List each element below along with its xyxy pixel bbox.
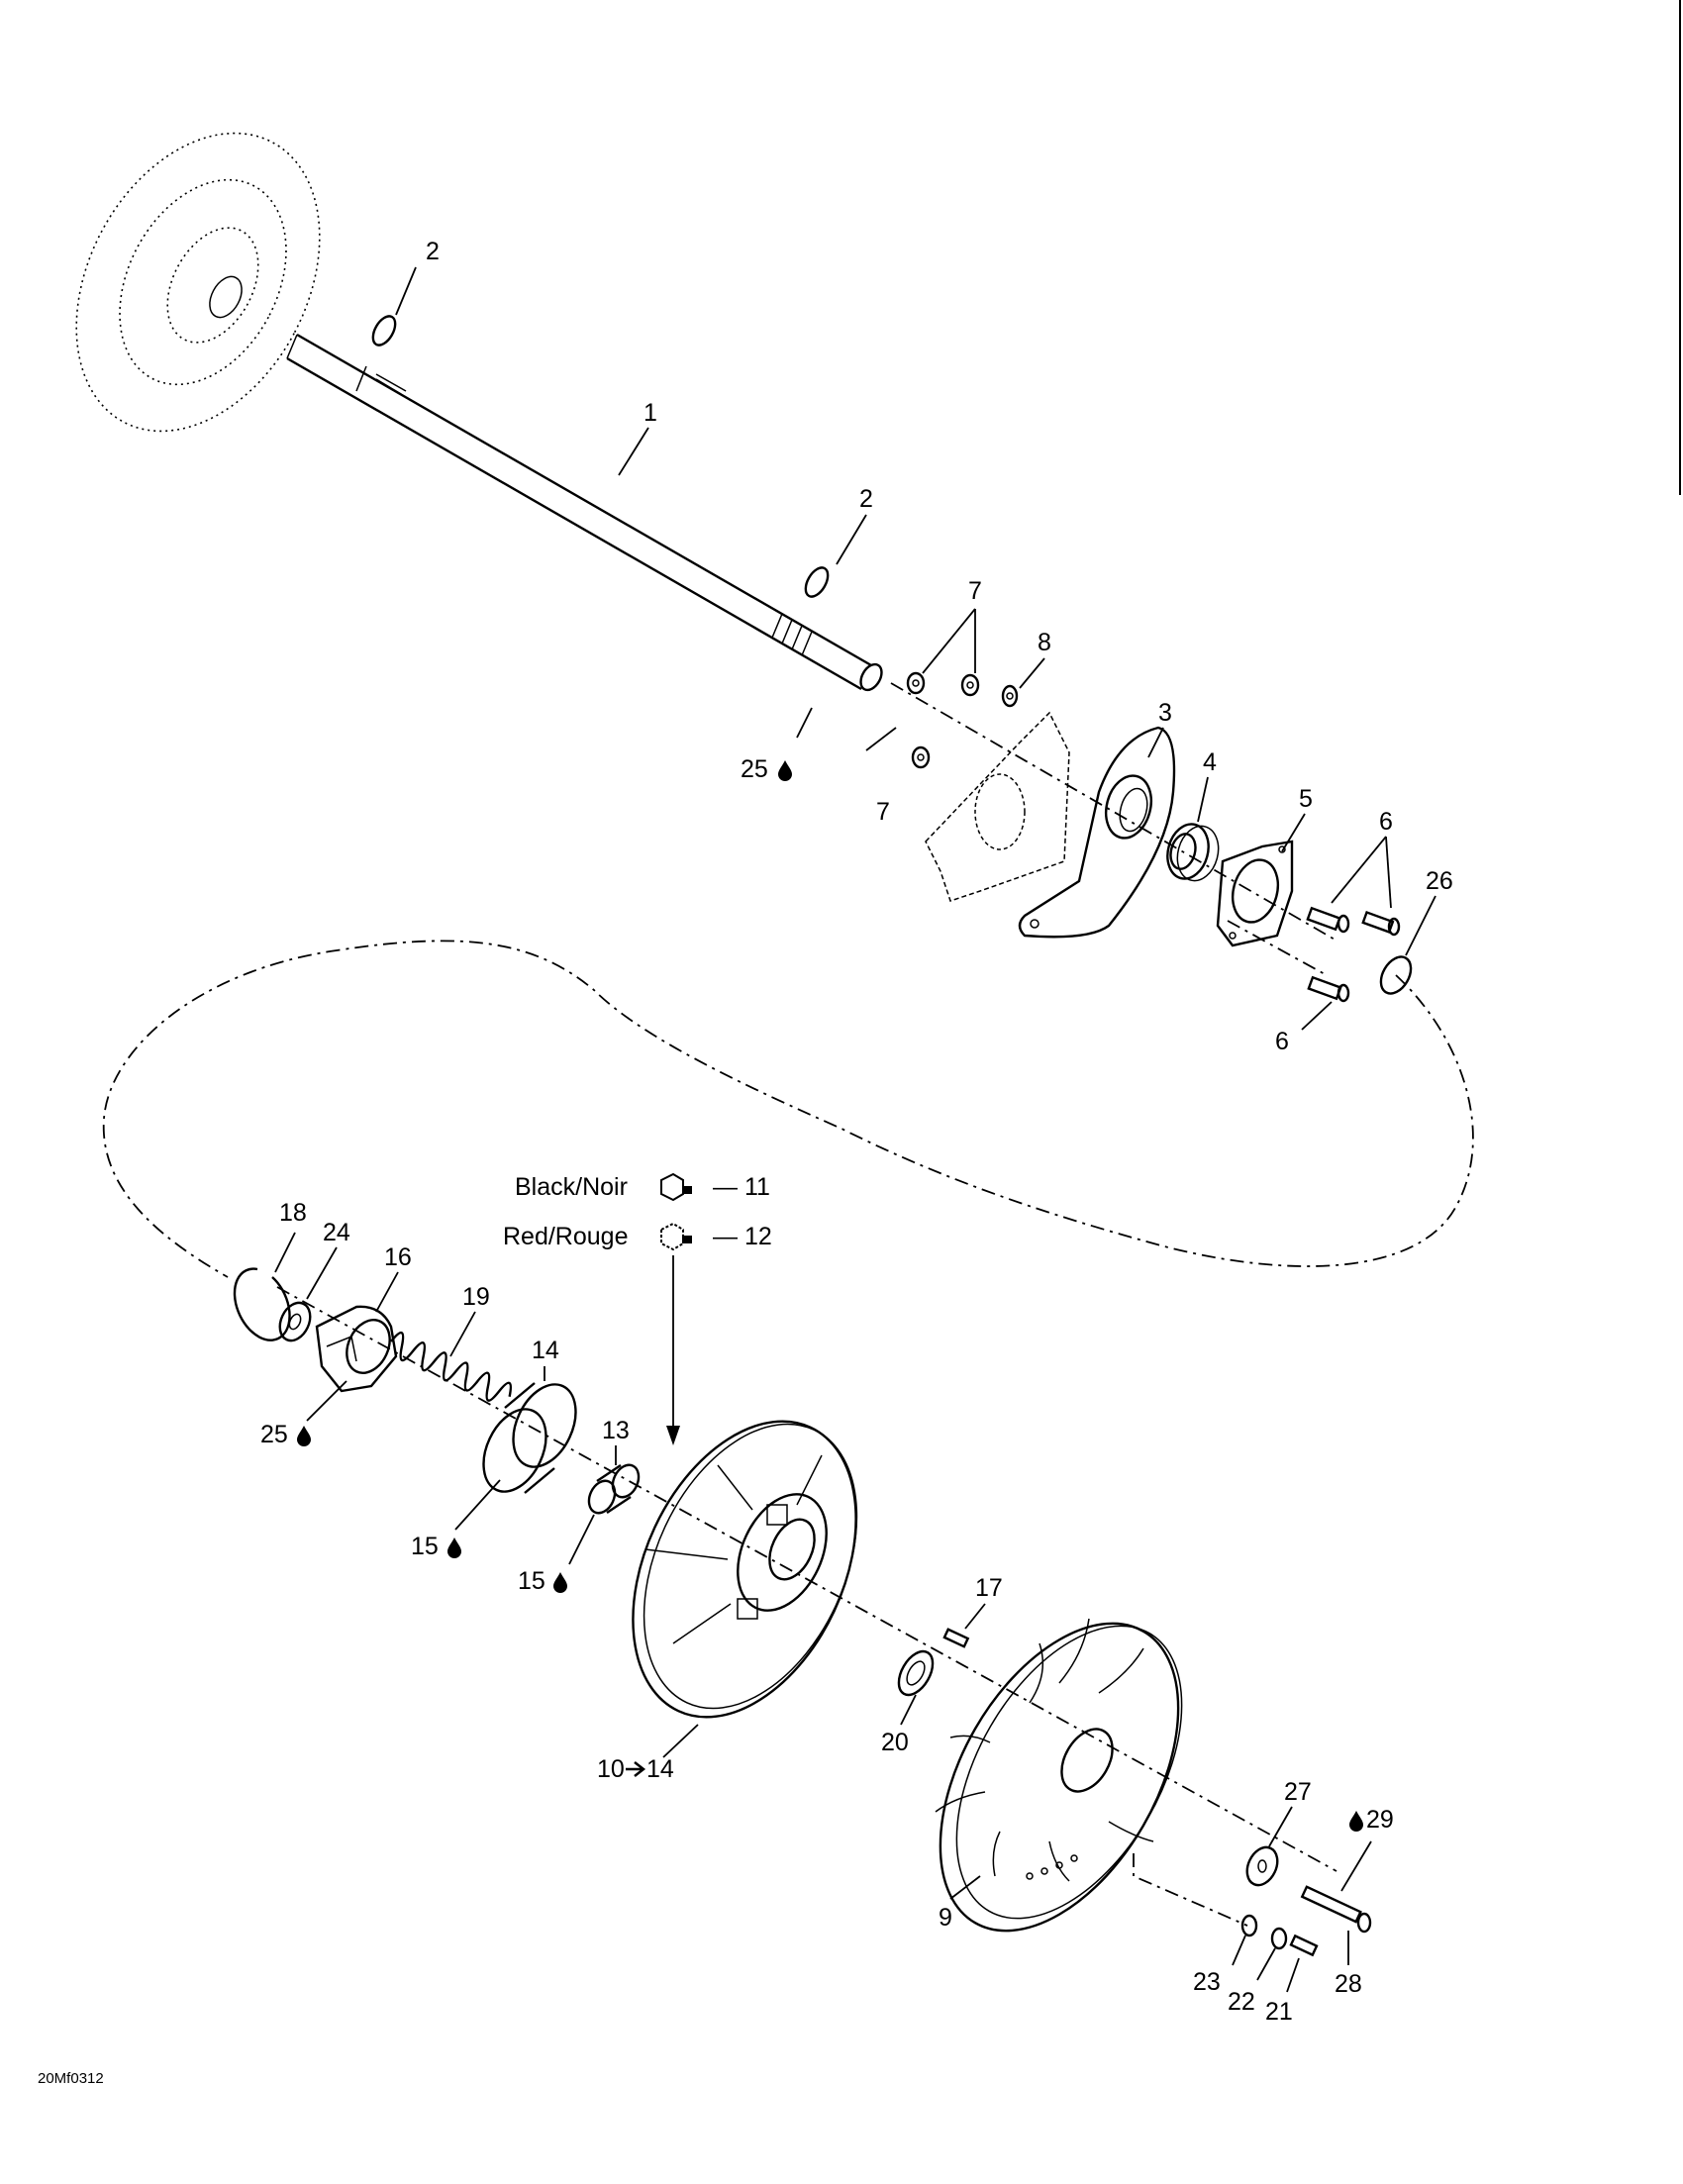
nut-7-a — [906, 671, 926, 695]
sliding-half-10 — [632, 1420, 858, 1719]
sleeve-14 — [482, 1382, 577, 1494]
washer-26 — [1379, 955, 1413, 995]
washer-23 — [1240, 1914, 1258, 1937]
callout-7-top: 7 — [968, 577, 982, 605]
callout-5: 5 — [1299, 785, 1313, 813]
bolt-28 — [1300, 1885, 1372, 1934]
o-ring-lower — [804, 566, 830, 598]
callout-13: 13 — [602, 1417, 630, 1444]
nut-7-c — [911, 745, 931, 769]
grease-drop-icon — [447, 1538, 461, 1558]
callout-26: 26 — [1426, 867, 1453, 895]
nut-7-b — [960, 673, 980, 697]
bolt-6-b — [1361, 910, 1401, 937]
lock-washer-22 — [1270, 1927, 1288, 1950]
callout-17: 17 — [975, 1574, 1003, 1602]
bushing-13 — [587, 1463, 641, 1515]
cam-16 — [315, 1305, 398, 1393]
support-plate-3 — [1018, 726, 1176, 939]
washer-24 — [278, 1301, 312, 1342]
screw-color-legend: Black/Noir — 11 Red/Rouge — 12 — [503, 1172, 772, 1445]
callout-4: 4 — [1203, 748, 1217, 776]
callout-29: 29 — [1366, 1806, 1394, 1834]
screw-black-icon — [660, 1172, 692, 1202]
retaining-ring-18 — [233, 1267, 291, 1341]
callout-22: 22 — [1228, 1988, 1255, 2016]
grease-drop-icon — [553, 1572, 567, 1593]
callout-16: 16 — [384, 1243, 412, 1271]
grease-drop-icon — [297, 1426, 311, 1446]
fixed-half-9 — [935, 1618, 1183, 1933]
callout-3: 3 — [1158, 699, 1172, 727]
callout-8: 8 — [1038, 629, 1051, 656]
callout-28: 28 — [1335, 1970, 1362, 1998]
callout-25-upper: 25 — [741, 755, 768, 783]
callout-2-lower: 2 — [859, 485, 873, 513]
callout-15-b: 15 — [518, 1567, 545, 1595]
callout-21: 21 — [1265, 1998, 1293, 2026]
callout-1: 1 — [644, 399, 657, 427]
arrow-right-icon — [626, 1761, 646, 1777]
leader-lines — [274, 266, 1436, 1993]
legend-red-ref: — 12 — [713, 1223, 772, 1250]
callout-10-to-14: 14 — [646, 1755, 674, 1783]
driven-shaft — [286, 333, 883, 692]
legend-red-text: Red/Rouge — [503, 1223, 628, 1250]
washer-8 — [1001, 684, 1019, 708]
reference-pulley-outline — [75, 132, 321, 433]
callout-20: 20 — [881, 1729, 909, 1756]
callout-27: 27 — [1284, 1778, 1312, 1806]
bearing-bracket-plate — [925, 711, 1070, 902]
diagram-code: 20Mf0312 — [38, 2070, 104, 2087]
bolt-6-c — [1307, 975, 1350, 1003]
callout-labels: 2 1 2 7 8 7 3 4 5 6 26 6 25 18 24 16 19 … — [260, 238, 1453, 2026]
bolt-6-a — [1306, 906, 1350, 934]
grease-drop-icon — [778, 760, 792, 781]
legend-black-ref: — 11 — [713, 1173, 770, 1201]
bearing-4 — [1166, 823, 1220, 882]
callout-23: 23 — [1193, 1968, 1221, 1996]
callout-24: 24 — [323, 1219, 350, 1246]
o-ring-upper — [371, 315, 397, 347]
drive-belt-outline — [102, 940, 1474, 1278]
spring-19 — [390, 1332, 513, 1402]
screw-21 — [1289, 1934, 1319, 1957]
cap-washer-27 — [1245, 1845, 1279, 1887]
callout-6-bottom: 6 — [1275, 1028, 1289, 1055]
callout-6-top: 6 — [1379, 808, 1393, 836]
grease-drop-icon — [1349, 1811, 1363, 1832]
bearing-flange-5 — [1216, 840, 1294, 947]
callout-7-side: 7 — [876, 798, 890, 826]
callout-15-a: 15 — [411, 1533, 439, 1560]
page-edge-rule — [1679, 0, 1681, 495]
callout-18: 18 — [279, 1199, 307, 1227]
callout-19: 19 — [462, 1283, 490, 1311]
callout-14: 14 — [532, 1337, 559, 1364]
callout-25-lower: 25 — [260, 1421, 288, 1448]
callout-9: 9 — [939, 1904, 952, 1932]
callout-2-upper: 2 — [426, 238, 440, 265]
washer-20 — [897, 1649, 935, 1697]
key-17 — [942, 1628, 970, 1648]
callout-10: 10 — [597, 1755, 625, 1783]
legend-black-text: Black/Noir — [515, 1173, 628, 1201]
screw-red-icon — [660, 1222, 692, 1251]
